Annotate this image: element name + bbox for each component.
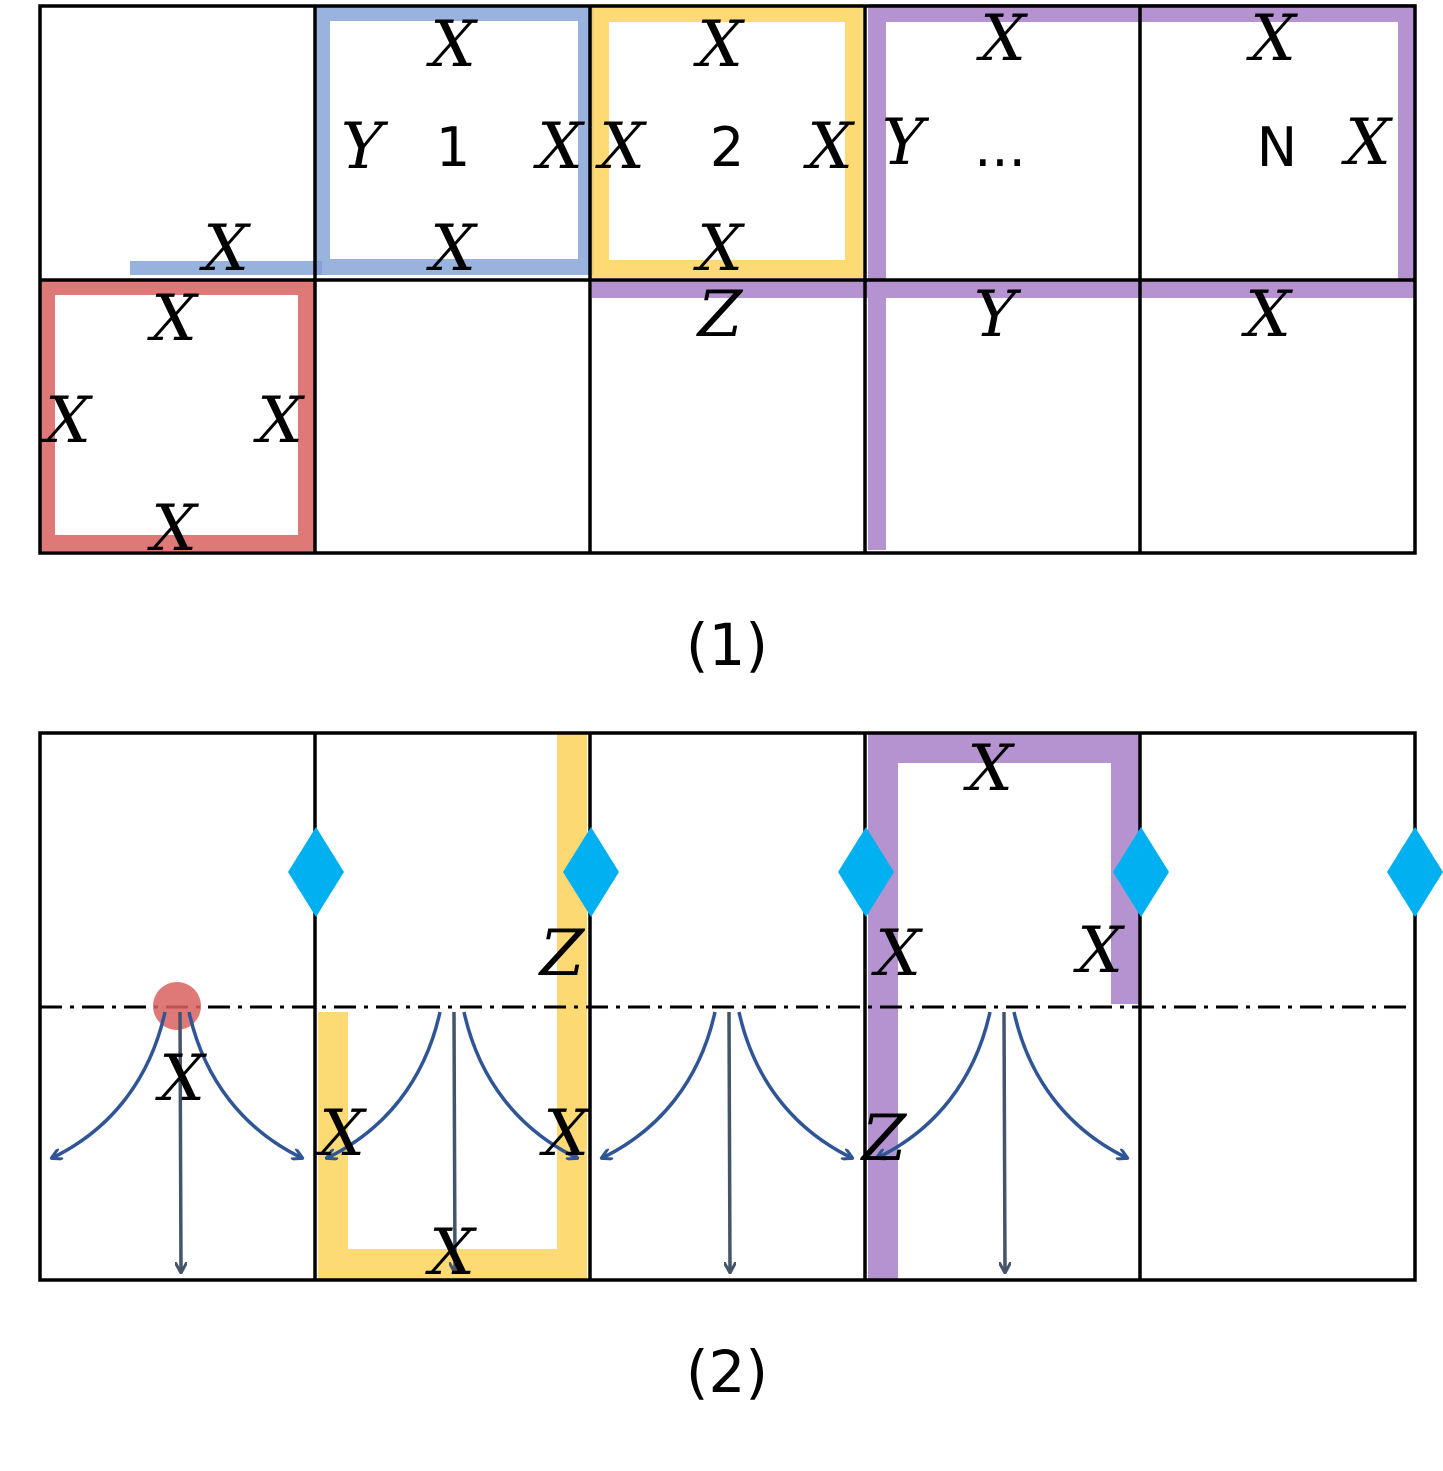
blue-tail-x: X	[198, 212, 251, 286]
diamond-icon	[1113, 827, 1169, 917]
arrow-icon	[52, 1011, 167, 1158]
diamond-icon	[838, 827, 894, 917]
red-plaquette	[39, 279, 314, 551]
arrow-group-4	[877, 1011, 1127, 1272]
diamond-icon	[1387, 827, 1443, 917]
purple-right-x: X	[1340, 106, 1393, 180]
panel-1-grid	[38, 4, 1417, 555]
purple-lower-z: Z	[696, 278, 744, 352]
purple-left-y: Y	[882, 106, 930, 180]
panel-2-caption: (2)	[686, 1338, 768, 1406]
purple-top-right-x: X	[1245, 2, 1298, 76]
arrow-group-3	[602, 1011, 852, 1272]
yellow-bottom-x-label: X	[424, 1216, 477, 1290]
yellow-string	[318, 733, 587, 1279]
yellow-right-x-label: X	[538, 1097, 591, 1171]
purple-left-x-label: X	[870, 917, 923, 991]
panel-1-caption: (1)	[686, 611, 768, 679]
arrow-icon	[327, 1011, 442, 1158]
arrow-icon	[454, 1011, 455, 1272]
arrow-icon	[462, 1011, 577, 1158]
red-left-x: X	[40, 384, 93, 458]
arrow-icon	[187, 1011, 302, 1158]
purple-plaquette	[592, 4, 1416, 550]
yellow-top-x: X	[692, 8, 745, 82]
cell-label-1: 1	[436, 116, 470, 179]
arrow-icon	[180, 1011, 181, 1272]
arrow-icon	[737, 1011, 852, 1158]
cell-label-2: 2	[710, 116, 744, 179]
red-right-x: X	[252, 384, 305, 458]
yellow-left-x-label: X	[314, 1097, 367, 1171]
blue-left-y: Y	[341, 110, 389, 184]
arrow-icon	[1012, 1011, 1127, 1158]
blue-plaquette	[314, 5, 594, 275]
yellow-z-label: Z	[538, 917, 586, 991]
purple-z-label: Z	[860, 1102, 908, 1176]
purple-lower-x: X	[1240, 278, 1293, 352]
yellow-right-x: X	[802, 110, 855, 184]
cell-label-ellipsis: ...	[974, 116, 1026, 179]
cell-label-n: N	[1257, 116, 1297, 179]
blue-bottom-x: X	[425, 212, 478, 286]
panel-1: 1 2 ... N X Y X X X X X X X X X Y X Z Y …	[38, 2, 1417, 679]
arrow-icon	[729, 1011, 730, 1272]
red-x-label: X	[154, 1042, 207, 1116]
yellow-bottom-x: X	[692, 212, 745, 286]
diamond-icon	[288, 827, 344, 917]
boundary-markers	[288, 827, 1443, 917]
arrow-icon	[1004, 1011, 1005, 1272]
diamond-icon	[563, 827, 619, 917]
panel-2: X Z X X X X X X Z (2)	[38, 731, 1443, 1406]
purple-lower-y: Y	[974, 278, 1022, 352]
arrow-group-2	[327, 1011, 577, 1272]
yellow-left-x: X	[594, 110, 647, 184]
purple-top-left-x: X	[975, 2, 1028, 76]
purple-right-x-label: X	[1072, 914, 1125, 988]
yellow-plaquette	[591, 4, 863, 278]
blue-right-x: X	[532, 110, 585, 184]
purple-top-x-label: X	[962, 732, 1015, 806]
circle-icon	[153, 982, 201, 1030]
red-top-x: X	[146, 282, 199, 356]
blue-top-x: X	[425, 8, 478, 82]
arrow-icon	[877, 1011, 992, 1158]
red-bottom-x: X	[146, 492, 199, 566]
arrow-icon	[602, 1011, 717, 1158]
arrow-group-1	[52, 1011, 302, 1272]
